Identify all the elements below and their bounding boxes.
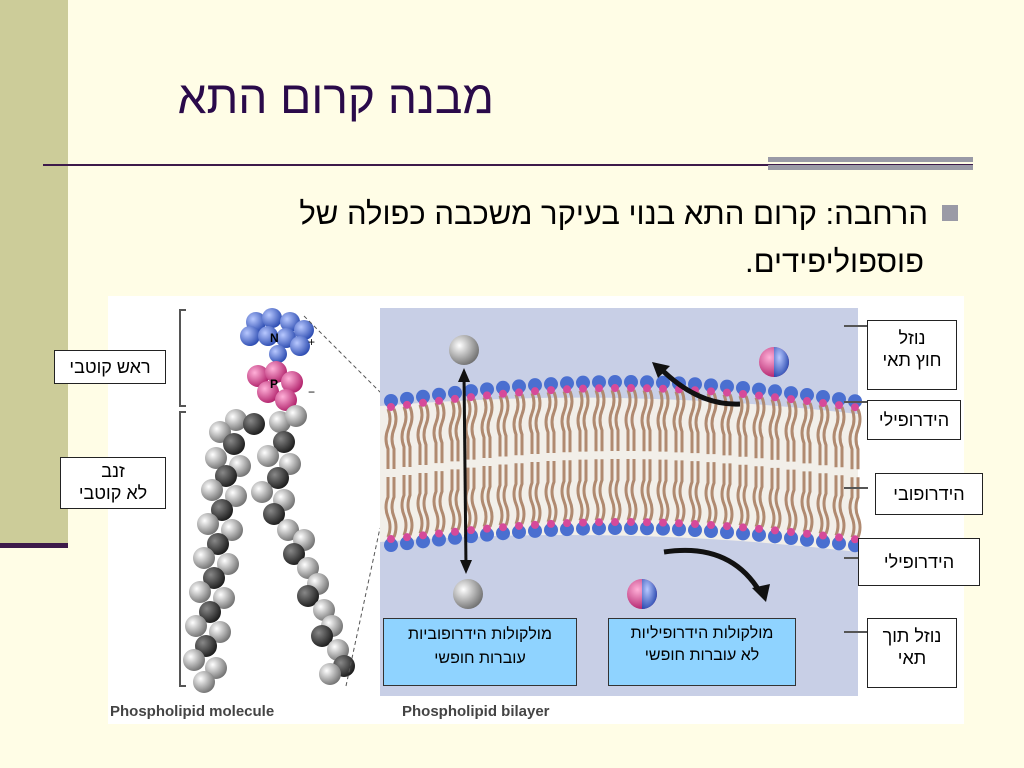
label-extracellular: נוזל חוץ תאי: [867, 320, 957, 390]
arrow-head-bottom-icon: [752, 584, 770, 602]
bilayer-tails: [384, 389, 862, 538]
atom-n-label: N: [270, 331, 279, 345]
phospholipid-tails: [183, 405, 355, 693]
head-bracket: [179, 309, 186, 407]
hydrophobic-molecule-top: [449, 335, 479, 365]
slide-title: מבנה קרום התא: [177, 71, 494, 123]
box-hydrophilic-line1: מולקולות הידרופיליות: [630, 625, 774, 642]
arrow-head-down-icon: [460, 560, 472, 574]
side-bar: [0, 0, 68, 548]
label-polar-head: ראש קוטבי: [54, 350, 166, 384]
box-hydrophilic-molecules: מולקולות הידרופיליות לא עוברות חופשי: [608, 618, 796, 686]
tail-left: [183, 409, 265, 693]
tail-right: [251, 405, 355, 685]
tail-bracket: [179, 411, 186, 687]
label-hydrophilic-top: הידרופילי: [867, 400, 961, 440]
bullet-square-icon: [942, 205, 958, 221]
phospholipid-head: [240, 308, 314, 411]
bounce-arrow-top: [658, 366, 741, 407]
passage-arrow-line: [462, 373, 468, 569]
bullet-line-1: הרחבה: קרום התא בנוי בעיקר משכבה כפולה ש…: [299, 196, 928, 231]
hydrophilic-molecule-top-half: [774, 347, 789, 377]
atom-p-label: P: [270, 377, 278, 391]
minus-sign: −: [308, 385, 315, 399]
arrow-head-top-icon: [652, 362, 670, 378]
label-intracellular: נוזל תוך תאי: [867, 618, 957, 688]
plus-sign: +: [308, 335, 315, 349]
zoom-line-bottom: [345, 527, 381, 687]
bounce-arrow-bottom: [663, 547, 763, 594]
label-intracellular-line2: תאי: [897, 648, 927, 668]
label-hydrophilic-bottom-text: הידרופילי: [883, 552, 955, 572]
label-hydrophobic-text: הידרופובי: [893, 484, 965, 504]
caption-phospholipid-bilayer: Phospholipid bilayer: [402, 703, 550, 720]
label-hydrophobic: הידרופובי: [875, 473, 983, 515]
label-polar-head-text: ראש קוטבי: [69, 357, 151, 377]
label-extracellular-line1: נוזל: [898, 328, 926, 348]
title-rule: [43, 164, 973, 166]
label-nonpolar-tail: זנב לא קוטבי: [60, 457, 166, 509]
label-hydrophilic-bottom: הידרופילי: [858, 538, 980, 586]
hydrophilic-molecule-bottom-half: [642, 579, 657, 609]
box-hydrophilic-line2: לא עוברות חופשי: [644, 647, 760, 664]
label-intracellular-line1: נוזל תוך: [882, 626, 942, 646]
hydrophobic-molecule-bottom: [453, 579, 483, 609]
label-extracellular-line2: חוץ תאי: [882, 350, 942, 370]
label-tail-line2: לא קוטבי: [78, 483, 148, 503]
box-hydrophobic-line2: עוברות חופשי: [434, 650, 526, 667]
bilayer-top-heads: [384, 375, 862, 412]
label-tail-line1: זנב: [101, 461, 125, 481]
label-hydrophilic-top-text: הידרופילי: [878, 410, 950, 430]
zoom-line-top: [303, 315, 391, 403]
title-rule-bars: [768, 157, 973, 179]
bullet-line-2: פוספוליפידים.: [744, 244, 924, 279]
box-hydrophobic-line1: מולקולות הידרופוביות: [408, 626, 552, 643]
caption-phospholipid-molecule: Phospholipid molecule: [110, 703, 274, 720]
arrow-head-up-icon: [458, 368, 470, 382]
side-accent-line: [0, 543, 68, 548]
bullet-text: הרחבה: קרום התא בנוי בעיקר משכבה כפולה ש…: [138, 190, 958, 286]
box-hydrophobic-molecules: מולקולות הידרופוביות עוברות חופשי: [383, 618, 577, 686]
